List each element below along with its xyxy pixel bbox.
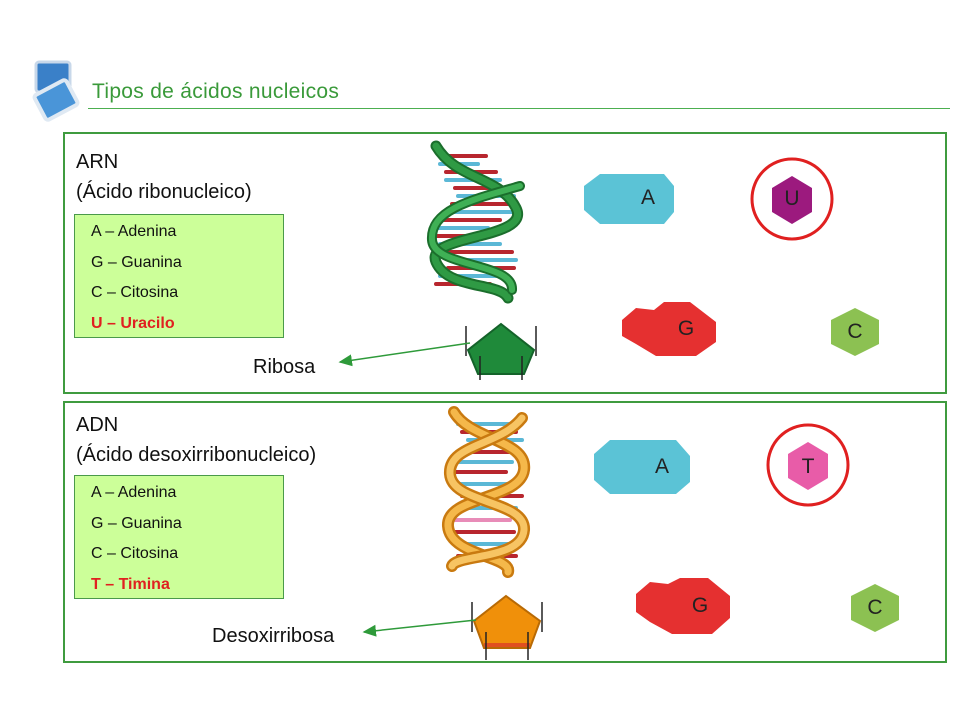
ribose-pentagon-icon [465, 322, 537, 380]
ribose-arrow [338, 342, 471, 367]
list-item: A – Adenina [91, 223, 177, 240]
rna-heading-abbr: ARN [76, 151, 119, 173]
cytosine-rna-shape [831, 308, 879, 356]
uracil-label: U [784, 187, 800, 210]
dna-helix-icon [442, 406, 531, 578]
list-item: G – Guanina [91, 514, 182, 532]
deoxyribose-pentagon-icon [471, 594, 543, 660]
adenine-rna-shape [584, 174, 674, 224]
guanine-rna-shape [622, 302, 716, 356]
list-item: A – Adenina [91, 484, 177, 501]
thymine-label: T [801, 455, 815, 478]
deoxyribose-label: Desoxirribosa [212, 625, 335, 647]
list-item: C – Citosina [91, 284, 179, 301]
adenine-rna-label: A [640, 186, 655, 209]
rna-heading-full: (Ácido ribonucleico) [76, 181, 252, 203]
dna-base-list: A – Adenina G – Guanina C – Citosina T –… [74, 475, 284, 599]
list-item-highlighted: U – Uracilo [91, 314, 175, 332]
ribose-label: Ribosa [253, 356, 316, 378]
rna-panel: ARN (Ácido ribonucleico) A – Adenina G –… [63, 132, 947, 394]
dna-heading-full: (Ácido desoxirribonucleico) [76, 444, 317, 466]
list-item: G – Guanina [91, 253, 182, 271]
cytosine-dna-label: C [867, 596, 883, 619]
slide-icon [30, 58, 86, 122]
list-item-highlighted: T – Timina [91, 575, 170, 593]
title-divider [88, 108, 950, 109]
dna-panel: ADN (Ácido desoxirribonucleico) A – Aden… [63, 401, 947, 663]
adenine-dna-label: A [654, 455, 669, 478]
guanine-dna-shape [636, 578, 730, 634]
thymine-shape [788, 442, 828, 490]
page-title: Tipos de ácidos nucleicos [92, 80, 340, 103]
rna-heading: ARN (Ácido ribonucleico) [76, 147, 252, 207]
rna-helix-icon [427, 140, 525, 304]
cytosine-rna-label: C [847, 320, 863, 343]
list-item: C – Citosina [91, 545, 179, 562]
thymine-highlight-ring [766, 423, 850, 507]
uracil-highlight-ring [750, 157, 834, 241]
guanine-dna-label: G [691, 594, 709, 617]
dna-heading: ADN (Ácido desoxirribonucleico) [76, 410, 316, 470]
guanine-rna-label: G [677, 317, 695, 340]
dna-heading-abbr: ADN [76, 414, 119, 436]
cytosine-dna-shape [851, 584, 899, 632]
rna-base-list: A – Adenina G – Guanina C – Citosina U –… [74, 214, 284, 338]
uracil-shape [772, 176, 812, 224]
adenine-dna-shape [594, 440, 690, 494]
deoxyribose-arrow [362, 619, 477, 637]
